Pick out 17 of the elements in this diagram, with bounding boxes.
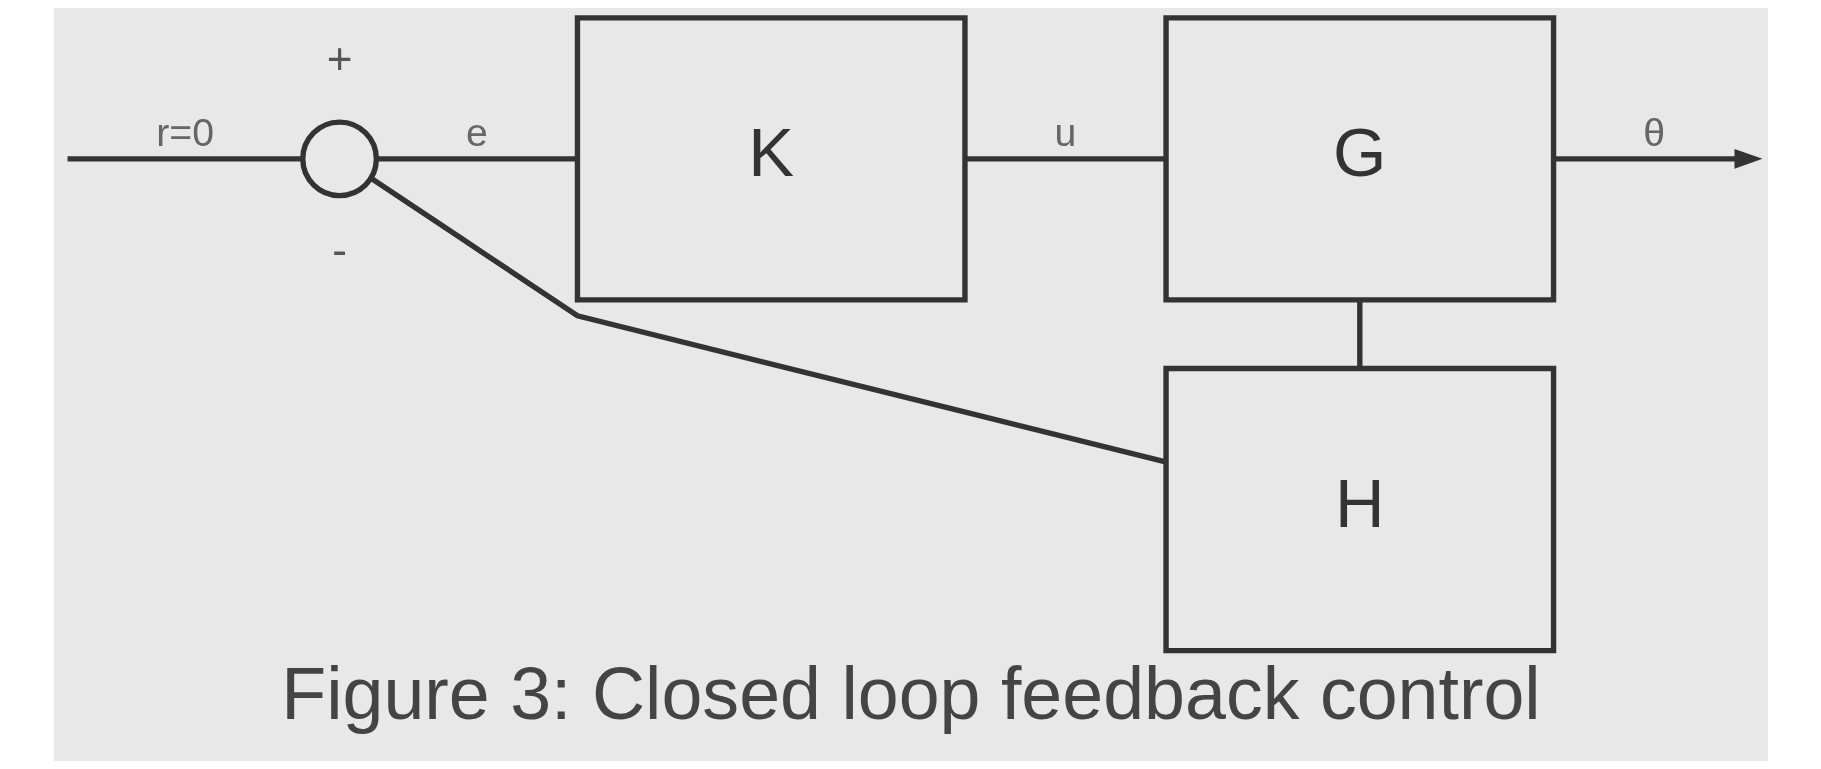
node-box: H <box>1162 365 1556 654</box>
edge-label: θ <box>1642 110 1665 155</box>
connector <box>376 156 577 162</box>
edge-label: u <box>1054 110 1076 155</box>
arrow <box>1553 149 1763 169</box>
label: - <box>331 225 347 275</box>
edge-label: r=0 <box>155 110 214 155</box>
node-box: G <box>1162 15 1556 303</box>
node-box: K <box>574 15 968 303</box>
node-circle <box>299 119 379 199</box>
connector <box>67 156 302 162</box>
connector <box>1356 300 1362 368</box>
connector <box>369 176 1166 465</box>
connector <box>965 156 1165 162</box>
caption: Figure 3: Closed loop feedback control <box>280 652 1541 736</box>
label: + <box>326 34 352 84</box>
edge-label: e <box>465 110 488 155</box>
